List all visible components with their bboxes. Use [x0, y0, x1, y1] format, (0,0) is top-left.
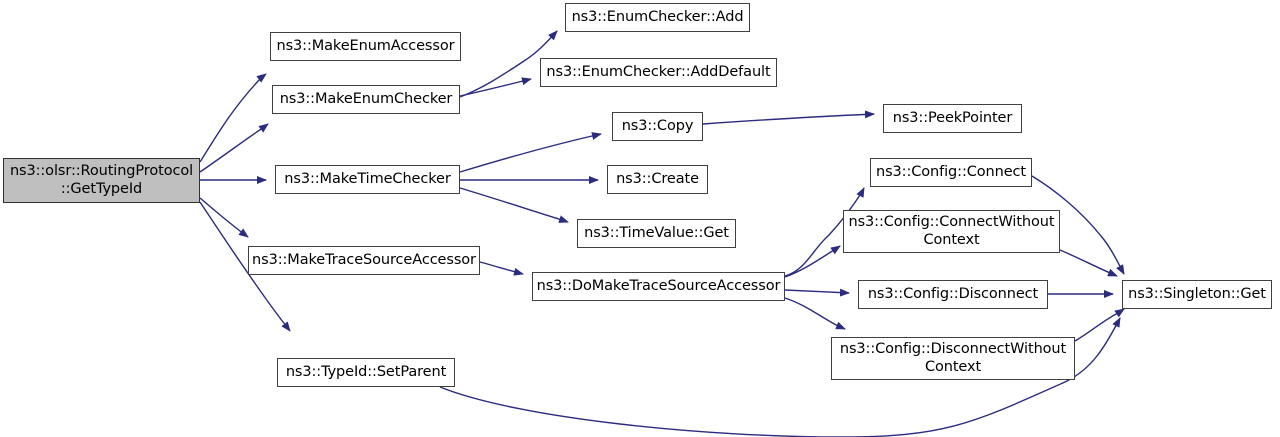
edge-copy-to-peek: [702, 110, 875, 125]
edge-root-to-setparent: [199, 201, 291, 332]
graph-node-singleton[interactable]: ns3::Singleton::Get: [1122, 280, 1272, 309]
edge-setparent-to-singleton: [439, 317, 1121, 437]
edge-domtsa-to-disc: [784, 288, 850, 297]
edge-domtsa-to-connect: [784, 187, 865, 277]
edge-domtsa-to-discwc: [784, 297, 846, 330]
graph-node-ecadd[interactable]: ns3::EnumChecker::Add: [565, 3, 750, 32]
edge-root-to-mtsa: [199, 197, 249, 238]
edge-root-to-mea: [199, 73, 267, 163]
edge-mec-to-ecaddef: [459, 77, 532, 97]
graph-node-copy[interactable]: ns3::Copy: [612, 112, 703, 141]
graph-node-mtc[interactable]: ns3::MakeTimeChecker: [275, 165, 460, 194]
graph-node-connectwc[interactable]: ns3::Config::ConnectWithout Context: [843, 210, 1060, 253]
graph-node-mea[interactable]: ns3::MakeEnumAccessor: [270, 32, 461, 61]
graph-node-tvget[interactable]: ns3::TimeValue::Get: [577, 219, 736, 248]
graph-node-create[interactable]: ns3::Create: [607, 165, 708, 194]
graph-node-connect[interactable]: ns3::Config::Connect: [870, 158, 1032, 187]
edge-root-to-mec: [199, 123, 269, 173]
graph-node-domtsa[interactable]: ns3::DoMakeTraceSourceAccessor: [532, 272, 785, 301]
edge-connect-to-singleton: [1031, 175, 1125, 275]
graph-node-discwc[interactable]: ns3::Config::DisconnectWithout Context: [831, 337, 1075, 380]
graph-node-ecaddef[interactable]: ns3::EnumChecker::AddDefault: [540, 58, 777, 87]
graph-node-peek[interactable]: ns3::PeekPointer: [883, 104, 1022, 133]
graph-node-disc[interactable]: ns3::Config::Disconnect: [858, 280, 1048, 309]
graph-node-setparent[interactable]: ns3::TypeId::SetParent: [277, 358, 455, 387]
edge-mec-to-ecadd: [459, 30, 558, 98]
graph-node-root[interactable]: ns3::olsr::RoutingProtocol ::GetTypeId: [3, 158, 200, 203]
edge-connectwc-to-singleton: [1059, 249, 1118, 277]
edge-discwc-to-singleton: [1074, 308, 1125, 342]
edge-mtc-to-copy: [459, 132, 602, 173]
graph-node-mec[interactable]: ns3::MakeEnumChecker: [272, 85, 460, 114]
edge-mtsa-to-domtsa: [479, 261, 524, 276]
graph-node-mtsa[interactable]: ns3::MakeTraceSourceAccessor: [248, 246, 480, 275]
edge-domtsa-to-connectwc: [784, 245, 841, 278]
edge-mtc-to-tvget: [459, 187, 569, 223]
